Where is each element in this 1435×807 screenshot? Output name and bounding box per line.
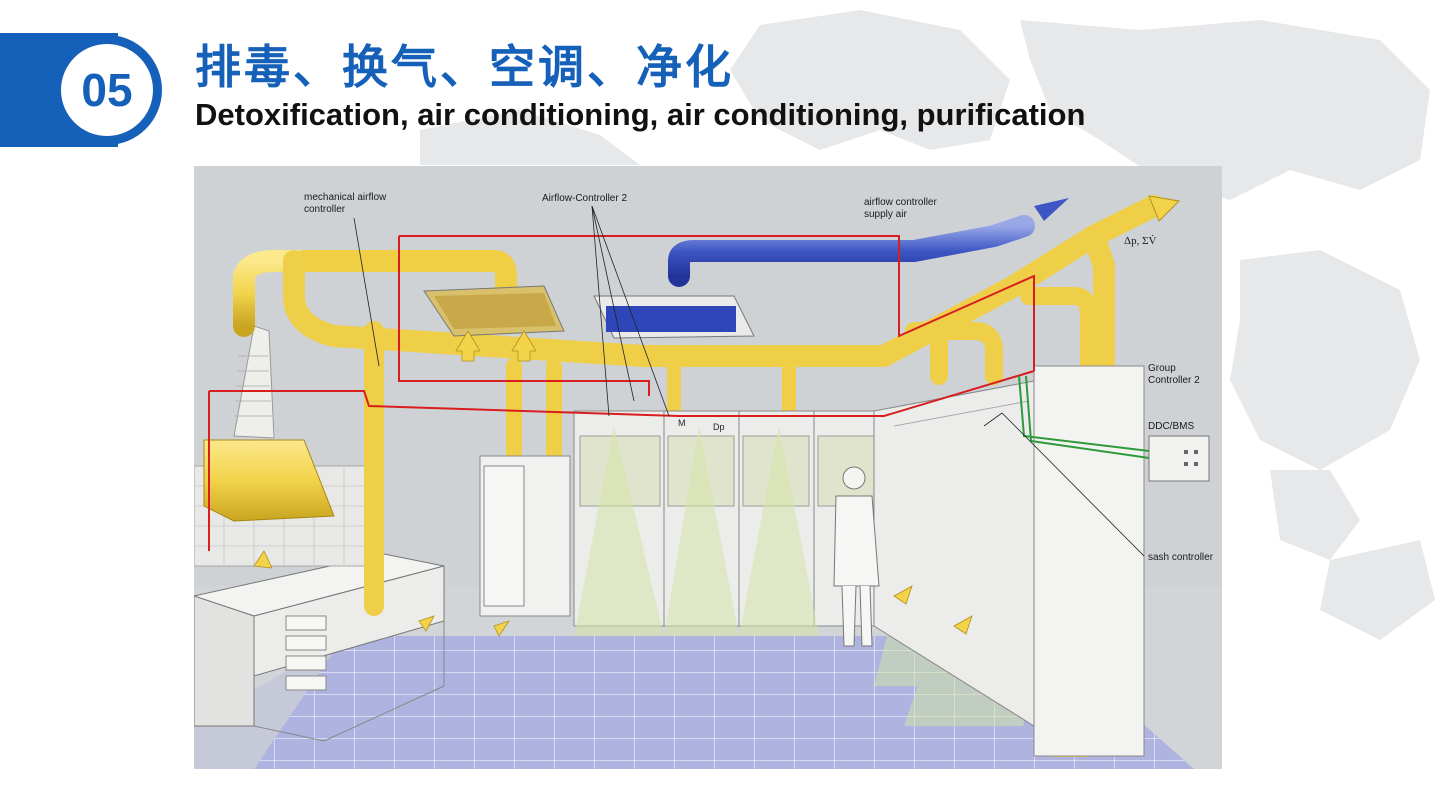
lab-ventilation-diagram: mechanical airflow controller Airflow-Co… [194, 166, 1222, 769]
control-wiring [208, 235, 1035, 551]
label-mechanical-airflow-controller: mechanical airflow controller [304, 192, 387, 215]
leader-lines [353, 205, 1145, 557]
lab-technician [833, 466, 880, 647]
page-title: 排毒、换气、空调、净化 [195, 40, 734, 94]
supply-inlet-arrow [1034, 198, 1069, 221]
label-dp: Dp [713, 422, 725, 432]
flow-arrows [253, 330, 973, 637]
label-airflow-controller-2: Airflow-Controller 2 [542, 193, 628, 204]
label-ddc-bms: DDC/BMS [1148, 421, 1195, 432]
supply-air-ducts [668, 215, 1035, 287]
canopy-hood [203, 325, 335, 522]
label-pressure: Δp, ΣV̇ [1124, 235, 1157, 247]
label-sash-controller: sash controller [1148, 552, 1214, 563]
label-airflow-controller-supply-air: airflow controller supply air [864, 197, 937, 220]
page-subtitle: Detoxification, air conditioning, air co… [195, 97, 1086, 132]
bus-wiring [1018, 375, 1150, 459]
section-number: 05 [61, 44, 153, 136]
ceiling-diffuser-supply [593, 295, 755, 339]
ceiling-diffuser-left [423, 285, 565, 337]
fume-hoods-right [873, 365, 1145, 757]
ddc-bms-panel [1148, 435, 1210, 482]
diagram-illustration [194, 166, 1222, 769]
label-m: M [678, 418, 686, 428]
label-group-controller: Group Controller 2 [1148, 363, 1200, 386]
exhaust-outlet-arrow [1148, 195, 1181, 222]
